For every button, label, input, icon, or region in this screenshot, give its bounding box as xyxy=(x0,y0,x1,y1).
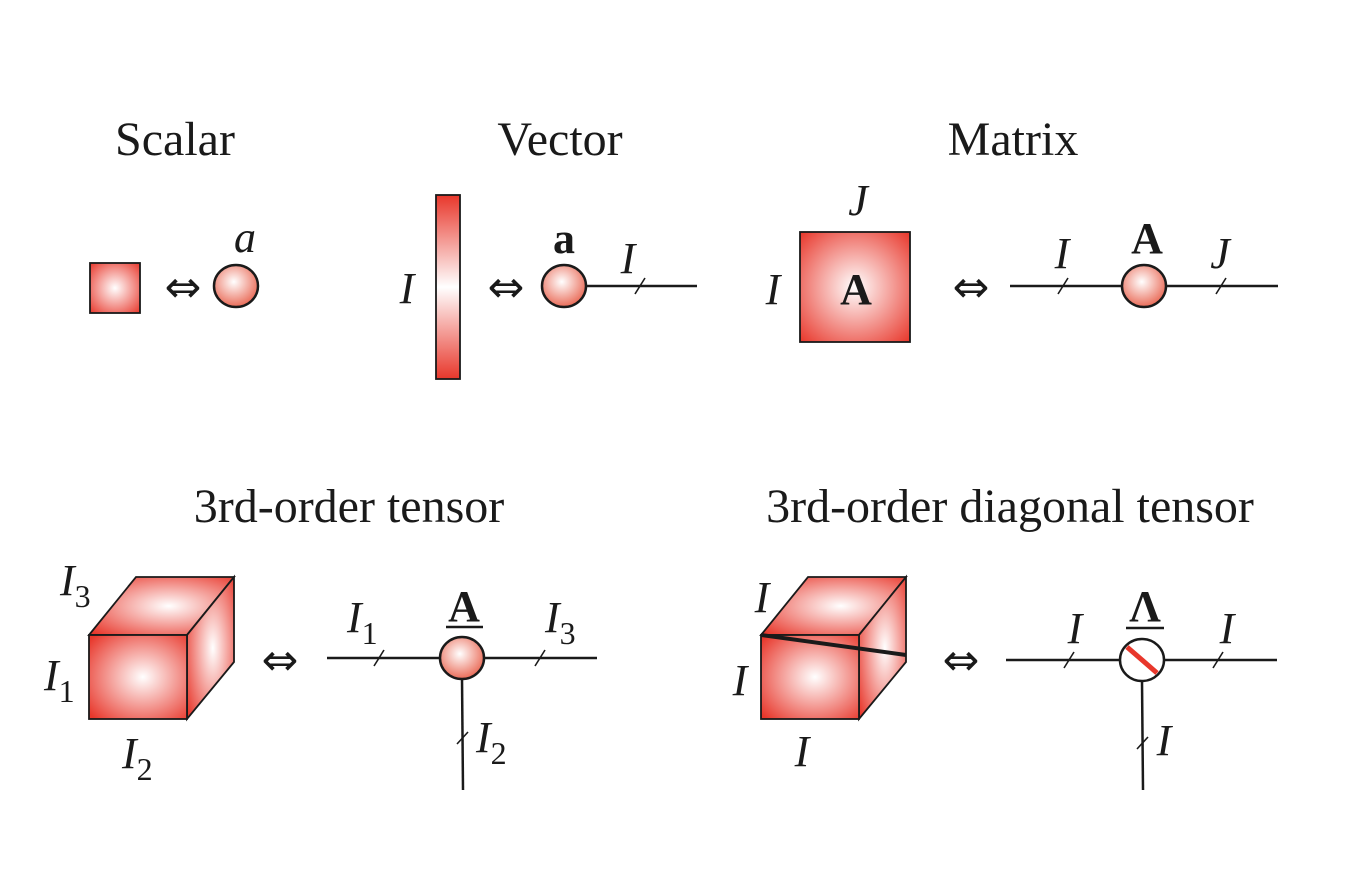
tensor3-panel: 3rd-order tensor I3 I1 I2 ⇔ A I1 I3 I2 xyxy=(43,480,597,791)
diag3-cube-top-label: I xyxy=(754,573,772,622)
vector-edge-tick xyxy=(634,277,646,295)
tensor3-cube-left-label: I1 xyxy=(43,651,75,709)
scalar-square xyxy=(89,262,141,314)
vector-equivalence-arrow: ⇔ xyxy=(488,262,525,313)
scalar-node-label: a xyxy=(234,213,256,262)
diag3-node-label: Λ xyxy=(1129,582,1161,631)
tensor3-edge-down-label: I2 xyxy=(475,713,507,771)
diag3-cube-left-label: I xyxy=(732,656,750,705)
diag3-edge-down xyxy=(1140,680,1145,791)
tensor3-title: 3rd-order tensor xyxy=(194,480,505,533)
diag3-title: 3rd-order diagonal tensor xyxy=(766,480,1254,533)
vector-dim-label: I xyxy=(399,264,417,313)
diag3-cube-diagonal xyxy=(760,633,907,657)
tensor3-edge-right-tick xyxy=(534,649,546,667)
vector-edge-label: I xyxy=(620,234,638,283)
diag3-node-diagonal-mark xyxy=(1125,645,1159,675)
diag3-edge-down-label: I xyxy=(1156,716,1174,765)
matrix-node-label: A xyxy=(1131,214,1163,263)
matrix-left-label: I xyxy=(765,265,783,314)
scalar-node xyxy=(212,263,260,309)
matrix-title: Matrix xyxy=(948,113,1079,166)
tensor3-cube-top-label: I3 xyxy=(59,556,91,614)
vector-bar xyxy=(435,194,461,380)
matrix-node xyxy=(1120,263,1168,309)
matrix-edge-right-tick xyxy=(1215,277,1227,295)
vector-panel: Vector I ⇔ a I xyxy=(399,113,697,380)
matrix-square-label: A xyxy=(840,265,872,314)
scalar-equivalence-arrow: ⇔ xyxy=(165,262,202,313)
scalar-panel: Scalar ⇔ a xyxy=(89,113,260,314)
tensor3-edge-left-label: I1 xyxy=(346,593,378,651)
scalar-title: Scalar xyxy=(115,113,235,166)
diag3-edge-down-tick xyxy=(1136,736,1149,750)
matrix-equivalence-arrow: ⇔ xyxy=(953,262,990,313)
matrix-edge-left-tick xyxy=(1057,277,1069,295)
diag3-edge-left-label: I xyxy=(1067,604,1085,653)
diag3-edge-right-tick xyxy=(1212,651,1224,669)
diag3-cube-bottom-label: I xyxy=(794,727,812,776)
vector-node xyxy=(540,263,588,309)
tensor3-edge-right-label: I3 xyxy=(544,593,576,651)
matrix-edge-right-label: J xyxy=(1210,229,1232,278)
tensor3-cube xyxy=(87,574,236,722)
tensor3-edge-down xyxy=(460,677,465,791)
tensor3-edge-down-tick xyxy=(456,731,469,745)
tensor3-cube-bottom-label: I2 xyxy=(121,729,153,787)
matrix-panel: Matrix J I A ⇔ A I J xyxy=(765,113,1278,343)
matrix-square xyxy=(799,231,911,343)
diag3-edge-left-tick xyxy=(1063,651,1075,669)
diag3-equivalence-arrow: ⇔ xyxy=(943,635,980,686)
tensor3-node xyxy=(438,635,486,681)
diag3-cube xyxy=(759,574,908,722)
vector-title: Vector xyxy=(497,113,622,166)
diag3-panel: 3rd-order diagonal tensor I I I ⇔ Λ I I … xyxy=(732,480,1277,791)
matrix-top-label: J xyxy=(848,176,870,225)
tensor3-edge-left-tick xyxy=(373,649,385,667)
matrix-edge-left-label: I xyxy=(1054,229,1072,278)
vector-node-label: a xyxy=(553,214,575,263)
tensor3-equivalence-arrow: ⇔ xyxy=(262,635,299,686)
tensor3-node-label: A xyxy=(448,582,480,631)
diag3-edge-right-label: I xyxy=(1219,604,1237,653)
